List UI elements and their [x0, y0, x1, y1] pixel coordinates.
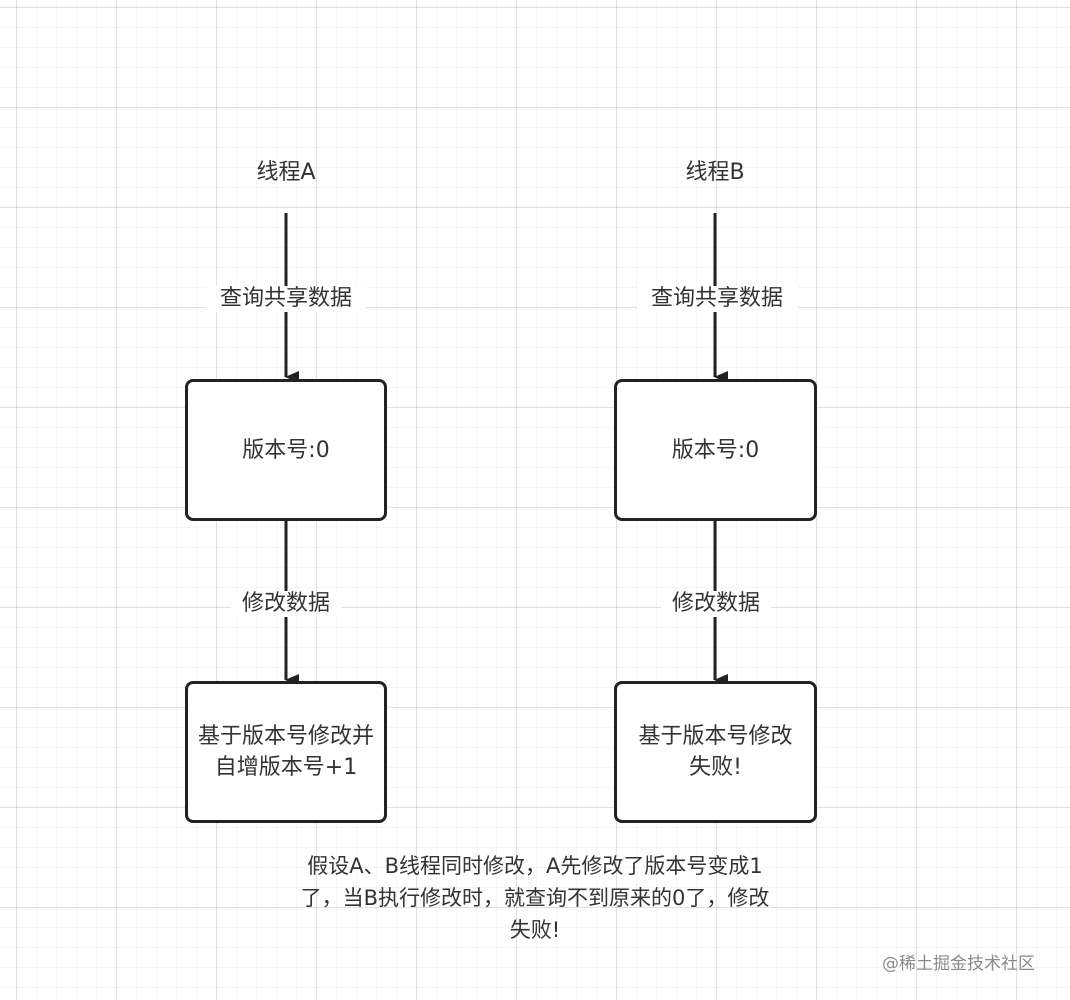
thread-a-version-box: 版本号:0 [185, 379, 387, 521]
thread-a-result-text: 基于版本号修改并自增版本号+1 [198, 724, 375, 780]
thread-b-result-box: 基于版本号修改失败! [614, 681, 817, 823]
thread-b-version-text: 版本号:0 [671, 437, 760, 463]
explanation-note: 假设A、B线程同时修改，A先修改了版本号变成1了，当B执行修改时，就查询不到原来… [300, 854, 770, 942]
thread-b-title: 线程B [685, 160, 745, 185]
thread-a-query-label: 查询共享数据 [206, 286, 366, 312]
watermark: @稀土掘金技术社区 [882, 954, 1035, 974]
thread-b-result-text: 基于版本号修改失败! [638, 724, 793, 780]
thread-b-version-box: 版本号:0 [614, 379, 817, 521]
thread-a-title: 线程A [256, 160, 316, 185]
thread-a-result-box: 基于版本号修改并自增版本号+1 [185, 681, 387, 823]
thread-a-version-text: 版本号:0 [242, 437, 330, 463]
thread-a-modify-label: 修改数据 [231, 591, 341, 617]
thread-b-query-label: 查询共享数据 [637, 286, 797, 312]
thread-b-modify-label: 修改数据 [661, 591, 771, 617]
